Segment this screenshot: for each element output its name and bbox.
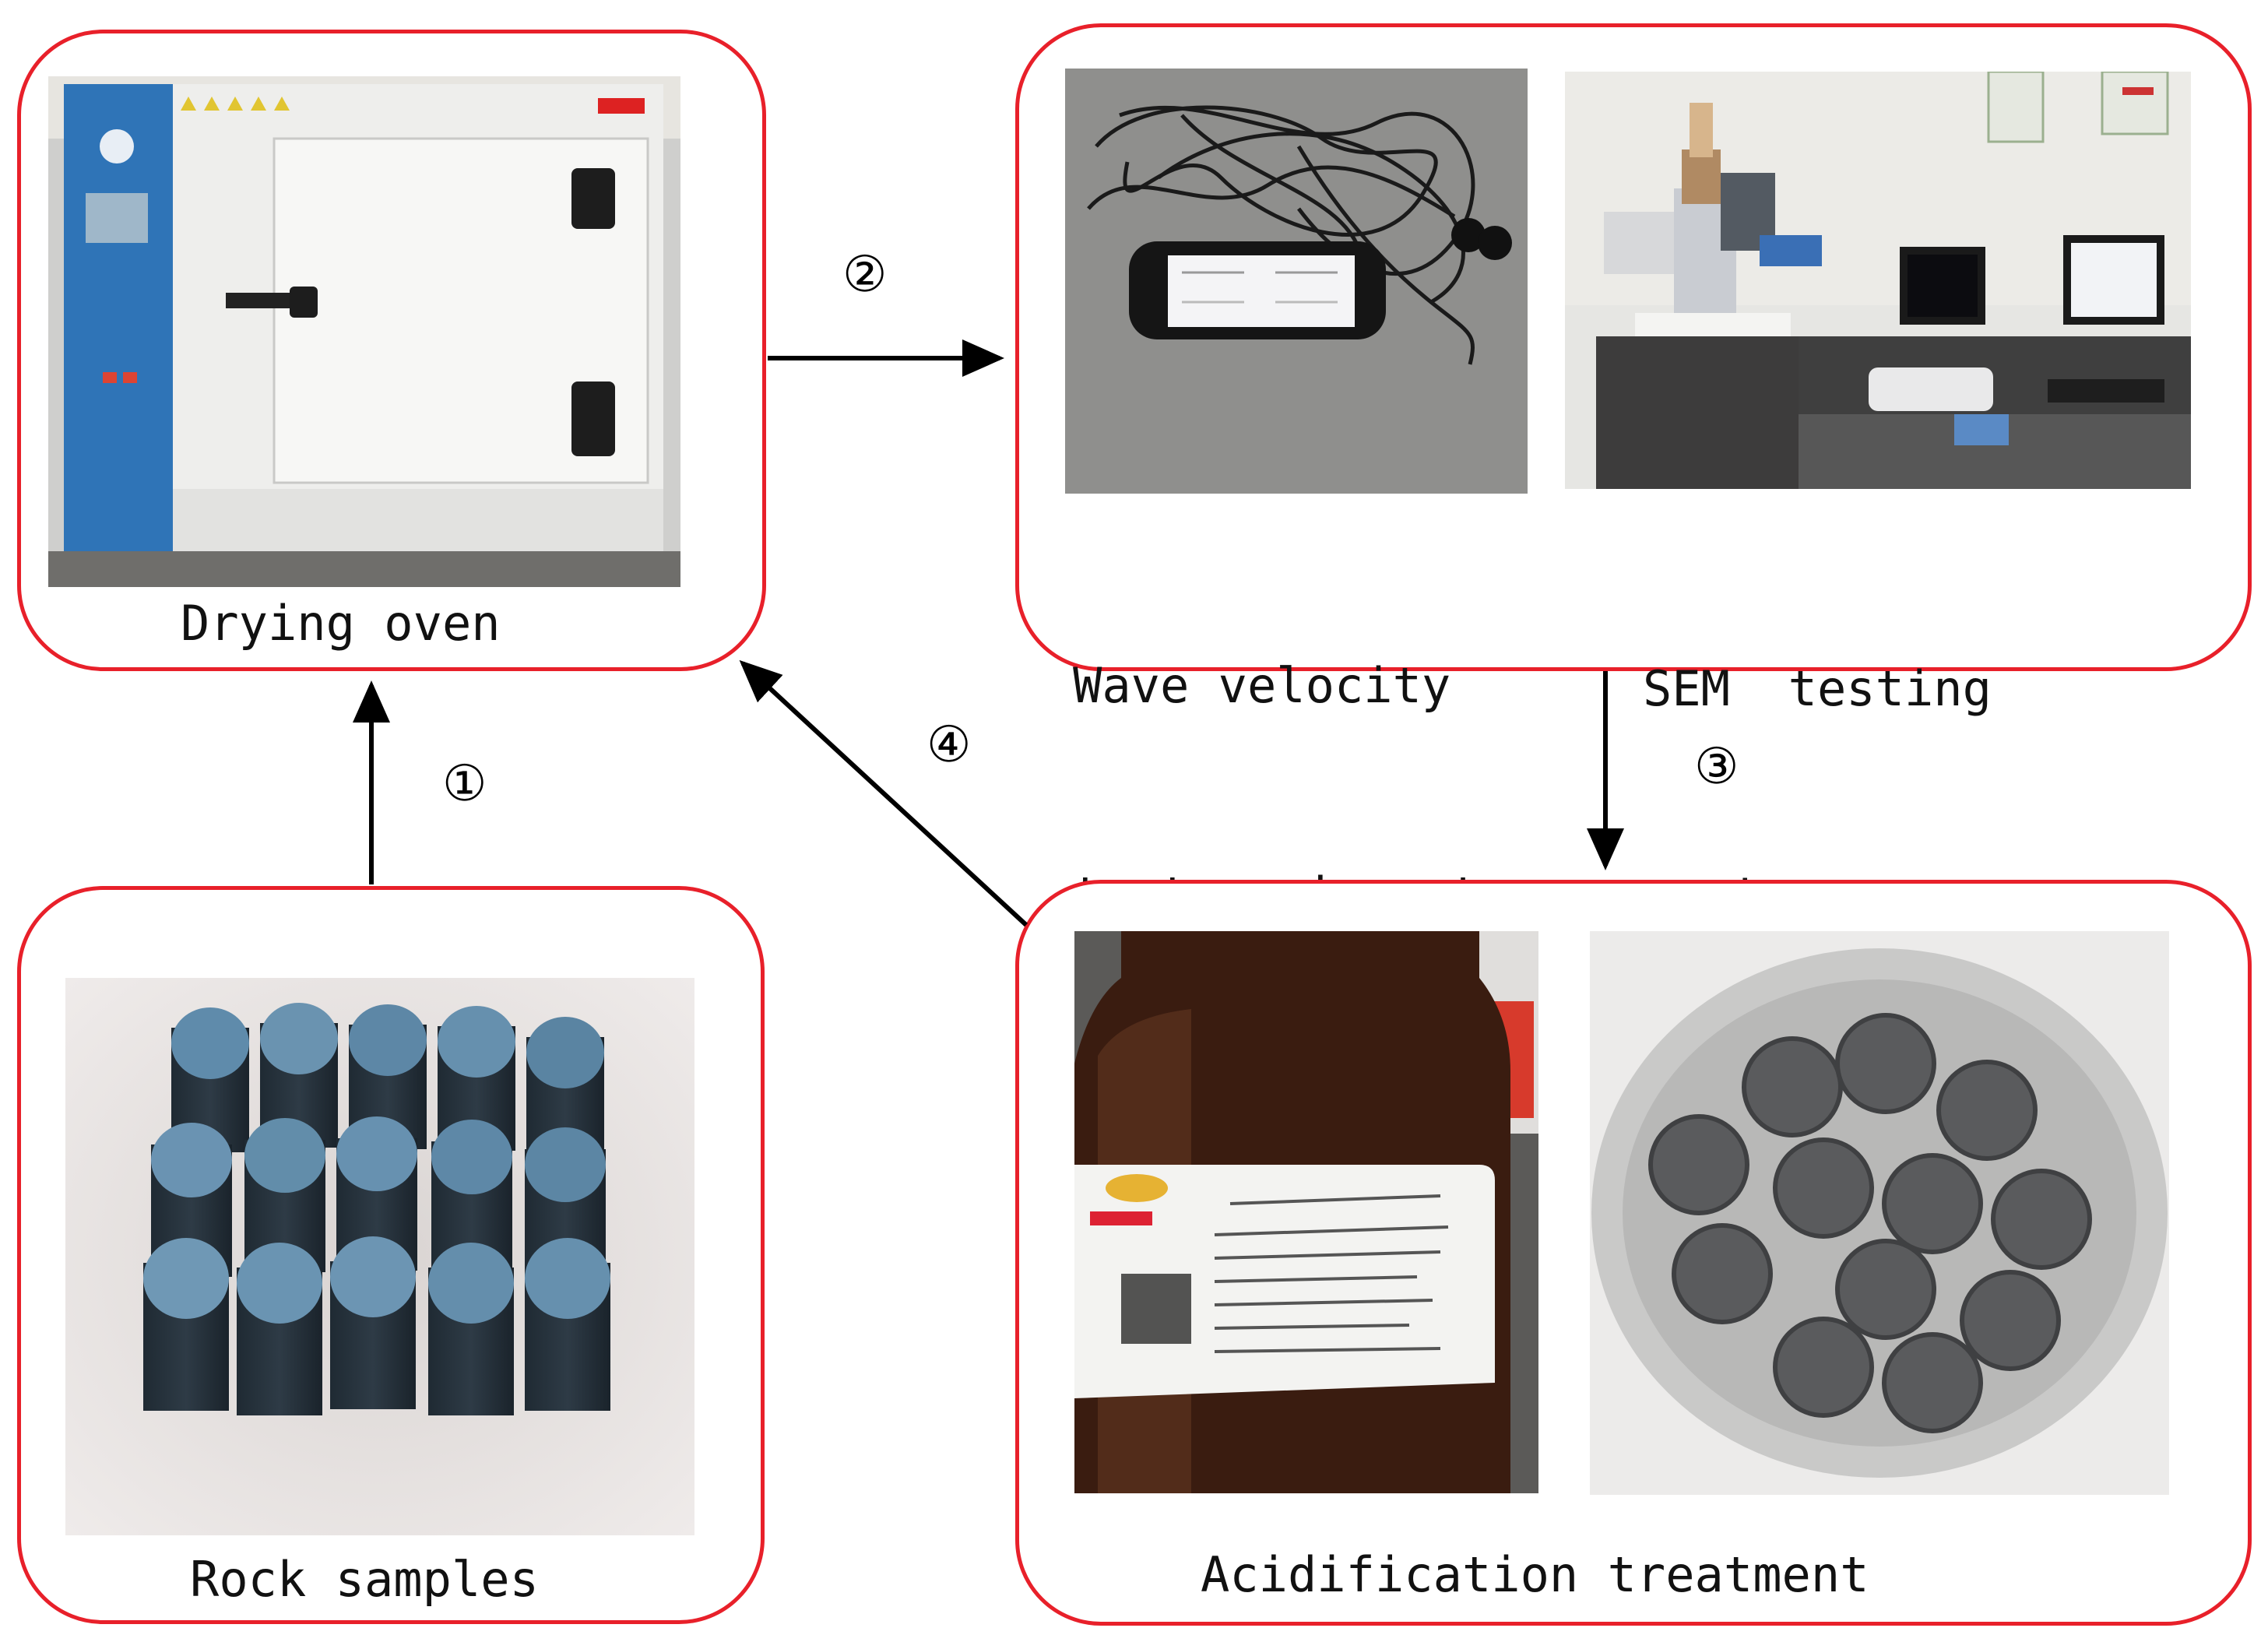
step4-label: ④: [927, 716, 972, 774]
acid-bottle-photo: [1074, 931, 1538, 1493]
rock-samples-photo: [65, 978, 694, 1535]
arrow-step4: [739, 659, 1029, 927]
sem-caption-line1: SEM testing: [1643, 659, 1992, 717]
rock-samples-grid: [65, 978, 694, 1535]
acid-soaked-samples-photo: [1590, 931, 2169, 1495]
sem-photo: [1565, 72, 2191, 489]
rock-samples-caption: Rock samples: [190, 1551, 539, 1608]
step3-label: ③: [1694, 738, 1739, 796]
step1-label: ①: [442, 755, 487, 813]
acidification-caption: Acidification treatment: [1201, 1546, 1869, 1603]
step2-label: ②: [842, 246, 888, 304]
wave-velocity-caption-line1: Wave velocity: [1073, 656, 1451, 714]
drying-oven-photo: [48, 76, 680, 587]
wave-velocity-photo: [1065, 69, 1528, 494]
drying-oven-caption: Drying oven: [181, 595, 501, 652]
